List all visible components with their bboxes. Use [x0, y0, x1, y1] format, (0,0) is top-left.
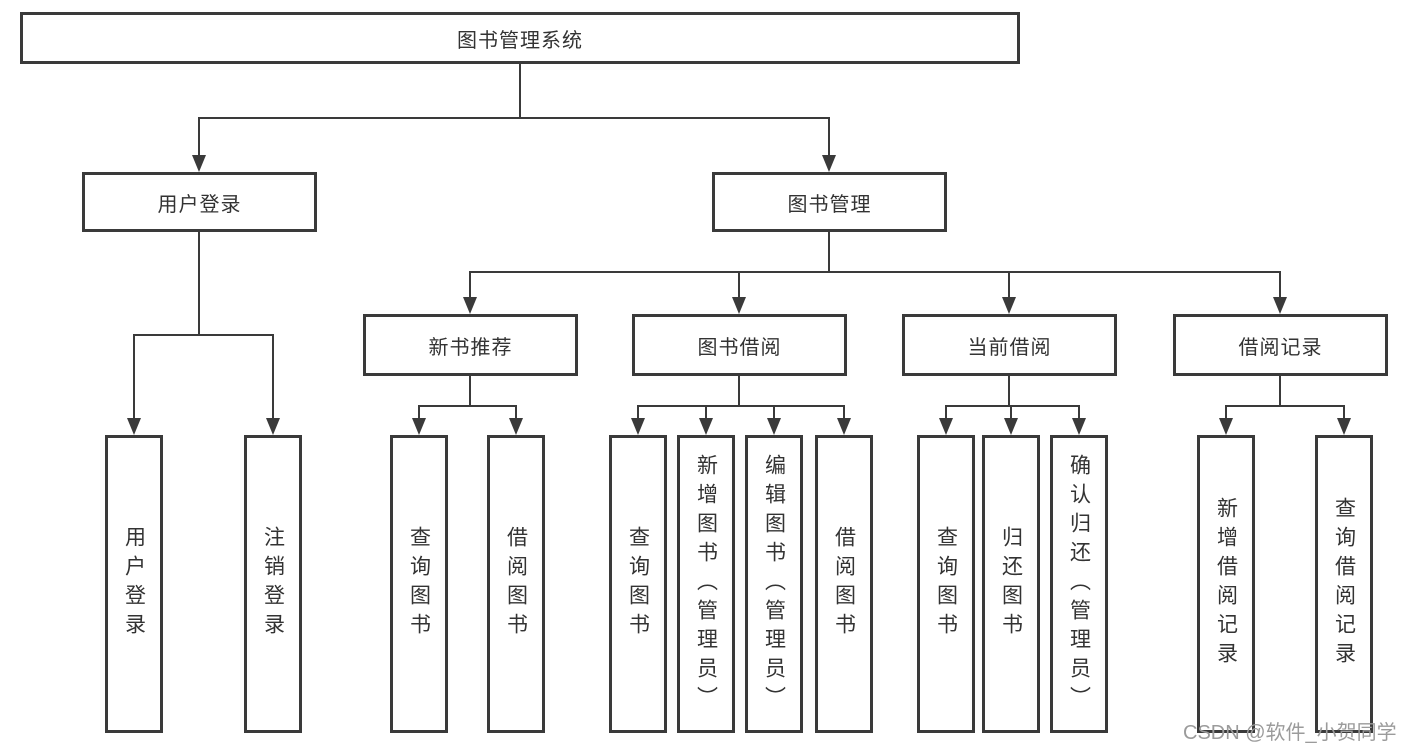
arrow-down-icon — [127, 418, 141, 435]
edge-line — [1343, 406, 1345, 418]
edge-line — [198, 232, 200, 335]
arrow-down-icon — [509, 418, 523, 435]
node-add-books-admin: 新增图书（管理员） — [677, 435, 735, 733]
edge-line — [1279, 272, 1281, 298]
edge-line — [1008, 272, 1010, 298]
node-edit-books-admin: 编辑图书（管理员） — [745, 435, 803, 733]
node-return-books: 归还图书 — [982, 435, 1040, 733]
edge-line — [469, 272, 471, 298]
node-query-books-borrowing: 查询图书 — [609, 435, 667, 733]
edge-line — [1008, 376, 1010, 406]
arrow-down-icon — [1219, 418, 1233, 435]
arrow-down-icon — [699, 418, 713, 435]
arrow-down-icon — [631, 418, 645, 435]
edge-line — [198, 118, 200, 156]
edge-line — [1279, 376, 1281, 406]
edge-line — [705, 406, 707, 418]
watermark: CSDN @软件_小贺同学 — [1183, 722, 1397, 744]
node-book-management: 图书管理 — [712, 172, 947, 232]
edge-line — [469, 376, 471, 406]
node-query-borrow-record: 查询借阅记录 — [1315, 435, 1373, 733]
edge-line — [945, 406, 947, 418]
arrow-down-icon — [1337, 418, 1351, 435]
arrow-down-icon — [767, 418, 781, 435]
edge-line — [519, 64, 521, 118]
edge-line — [198, 117, 830, 119]
arrow-down-icon — [939, 418, 953, 435]
node-user-login: 用户登录 — [82, 172, 317, 232]
arrow-down-icon — [1002, 297, 1016, 314]
arrow-down-icon — [266, 418, 280, 435]
edge-line — [272, 335, 274, 419]
node-book-borrowing: 图书借阅 — [632, 314, 847, 376]
node-borrow-books-recommend: 借阅图书 — [487, 435, 545, 733]
edge-line — [469, 271, 1281, 273]
edge-line — [738, 376, 740, 406]
edge-line — [1010, 406, 1012, 418]
edge-line — [828, 232, 830, 273]
node-new-book-recommendation: 新书推荐 — [363, 314, 578, 376]
edge-line — [133, 334, 274, 336]
edge-line — [515, 406, 517, 418]
edge-line — [843, 406, 845, 418]
edge-line — [418, 405, 517, 407]
edge-line — [418, 406, 420, 418]
edge-line — [1225, 406, 1227, 418]
node-add-borrow-record: 新增借阅记录 — [1197, 435, 1255, 733]
node-user-login-leaf: 用户登录 — [105, 435, 163, 733]
arrow-down-icon — [412, 418, 426, 435]
arrow-down-icon — [822, 155, 836, 172]
edge-line — [828, 118, 830, 156]
node-logout: 注销登录 — [244, 435, 302, 733]
edge-line — [773, 406, 775, 418]
arrow-down-icon — [463, 297, 477, 314]
node-query-books-recommend: 查询图书 — [390, 435, 448, 733]
arrow-down-icon — [837, 418, 851, 435]
arrow-down-icon — [192, 155, 206, 172]
arrow-down-icon — [1072, 418, 1086, 435]
arrow-down-icon — [732, 297, 746, 314]
edge-line — [1078, 406, 1080, 418]
edge-line — [738, 272, 740, 298]
arrow-down-icon — [1004, 418, 1018, 435]
edge-line — [133, 335, 135, 419]
node-borrowing-records: 借阅记录 — [1173, 314, 1388, 376]
node-borrow-books-borrowing: 借阅图书 — [815, 435, 873, 733]
node-root: 图书管理系统 — [20, 12, 1020, 64]
edge-line — [945, 405, 1080, 407]
node-confirm-return-admin: 确认归还（管理员） — [1050, 435, 1108, 733]
node-current-borrowing: 当前借阅 — [902, 314, 1117, 376]
edge-line — [637, 405, 845, 407]
edge-line — [1225, 405, 1345, 407]
edge-line — [637, 406, 639, 418]
node-query-books-current: 查询图书 — [917, 435, 975, 733]
arrow-down-icon — [1273, 297, 1287, 314]
